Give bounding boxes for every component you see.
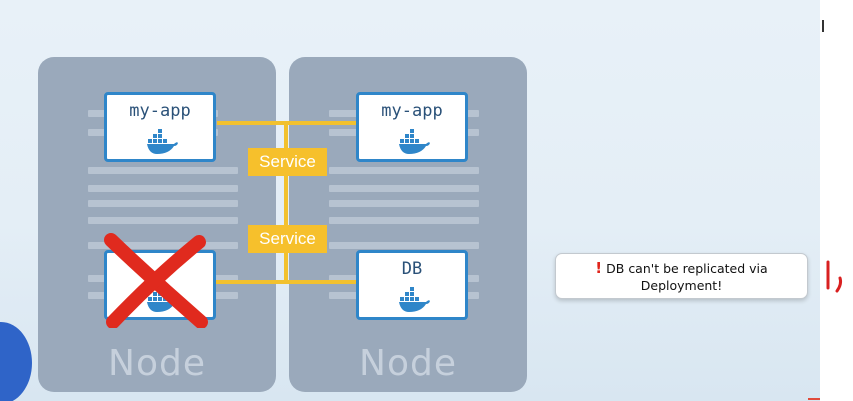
stripe [329,217,479,224]
pod-label: my-app [129,101,191,121]
callout-text: DB can't be replicated via Deployment! [606,261,768,293]
warning-callout: !DB can't be replicated via Deployment! [555,253,808,299]
stripe [88,185,238,192]
stripe [88,217,238,224]
connector-line [213,280,357,284]
slide-canvas: Node Node Service Service my-app my-app [0,0,820,401]
pod-my-app-left: my-app [104,92,216,162]
exclamation-icon: ! [595,259,603,277]
handwriting-annotation: 1, [826,260,843,293]
docker-whale-icon [147,129,178,154]
stripe [88,200,238,207]
stripe [329,200,479,207]
docker-whale-icon [399,129,430,154]
pod-label: DB [401,259,423,279]
stripe [88,242,238,249]
presenter-badge [0,322,32,401]
service-label: Service [248,148,327,176]
stripe [329,185,479,192]
pen-tick [822,20,824,32]
pod-db: DB [356,250,468,320]
docker-whale-icon [399,287,430,312]
pod-crossed [104,250,216,320]
whiteboard-panel [820,0,853,401]
stripe [329,167,479,174]
connector-line [284,121,288,283]
node-label: Node [359,343,457,384]
service-label: Service [248,225,327,253]
pod-my-app-right: my-app [356,92,468,162]
pod-label: my-app [381,101,443,121]
stripe [329,242,479,249]
cross-icon [104,233,208,328]
stripe [88,167,238,174]
red-dash [808,398,820,400]
node-label: Node [108,343,206,384]
